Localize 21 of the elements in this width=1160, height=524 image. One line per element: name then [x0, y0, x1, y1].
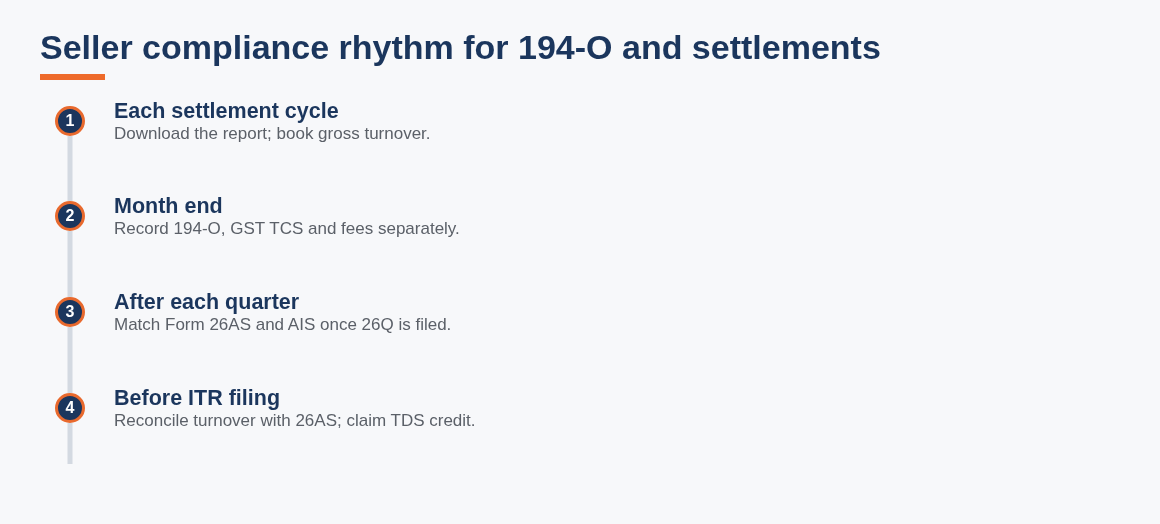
step-number-circle — [55, 106, 85, 136]
timeline-connector — [67, 327, 73, 393]
timeline-connector — [67, 423, 73, 464]
title: Seller compliance rhythm for 194-O and settlements — [40, 27, 881, 67]
step-heading: Each settlement cycle — [114, 98, 339, 124]
timeline-connector — [67, 231, 73, 297]
step-heading: Before ITR filing — [114, 385, 281, 411]
timeline-connector — [67, 136, 73, 201]
step-description: Download the report; book gross turnover. — [114, 124, 431, 144]
step-description: Match Form 26AS and AIS once 26Q is filed. — [114, 315, 452, 335]
step-number-circle — [55, 201, 85, 231]
step-description: Record 194-O, GST TCS and fees separately. — [114, 219, 460, 239]
step-heading: Month end — [114, 193, 223, 219]
step-heading: After each quarter — [114, 289, 300, 315]
step-number-circle — [55, 393, 85, 423]
step-number: 2 — [65, 207, 75, 225]
step-number: 3 — [65, 303, 75, 321]
step-number-circle — [55, 297, 85, 327]
step-description: Reconcile turnover with 26AS; claim TDS credit. — [114, 411, 476, 431]
step-number: 4 — [65, 399, 75, 417]
step-number: 1 — [65, 112, 75, 130]
